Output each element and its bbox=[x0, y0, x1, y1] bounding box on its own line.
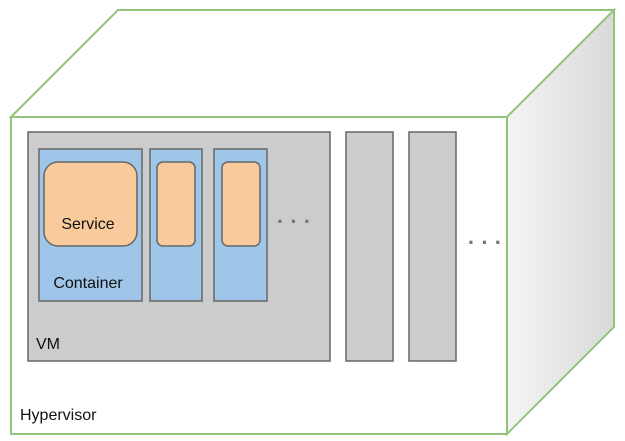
vm-tertiary bbox=[408, 131, 457, 362]
container-tertiary bbox=[213, 148, 268, 302]
container-primary: Service Container bbox=[38, 148, 143, 302]
hypervisor-label: Hypervisor bbox=[20, 407, 97, 424]
service-label: Service bbox=[61, 216, 114, 233]
service-box bbox=[221, 161, 261, 247]
vms-ellipsis: · · · bbox=[468, 230, 502, 255]
vm-secondary bbox=[345, 131, 394, 362]
service-box bbox=[43, 161, 138, 247]
service-box bbox=[156, 161, 196, 247]
vm-label: VM bbox=[36, 336, 60, 353]
container-label: Container bbox=[53, 275, 123, 292]
vm-primary: VM Service Container · · · bbox=[27, 131, 331, 362]
containers-ellipsis: · · · bbox=[277, 209, 311, 234]
container-secondary bbox=[149, 148, 203, 302]
